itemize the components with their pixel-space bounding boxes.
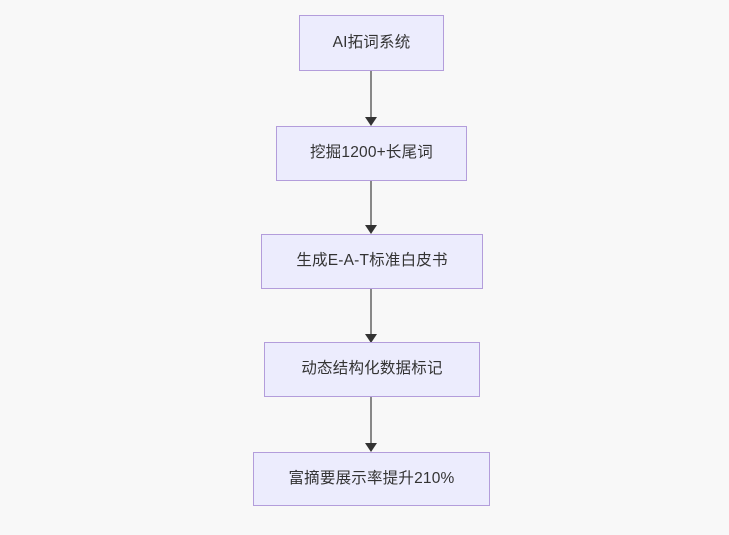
node-label: 挖掘1200+长尾词	[309, 144, 434, 162]
arrow-down-icon	[365, 117, 377, 126]
flowchart-node-rich-snippet-rate-increase[interactable]: 富摘要展示率提升210%	[253, 452, 490, 506]
node-label: 动态结构化数据标记	[301, 360, 443, 378]
arrow-down-icon	[365, 225, 377, 234]
node-label: 生成E-A-T标准白皮书	[296, 252, 448, 270]
arrow-down-icon	[365, 334, 377, 343]
flowchart-node-mine-longtail-keywords[interactable]: 挖掘1200+长尾词	[276, 126, 467, 181]
edge-line	[370, 288, 372, 335]
node-label: AI拓词系统	[332, 33, 411, 51]
flowchart-node-dynamic-structured-data-markup[interactable]: 动态结构化数据标记	[264, 342, 480, 397]
flowchart-node-generate-eat-whitepaper[interactable]: 生成E-A-T标准白皮书	[261, 234, 483, 289]
flowchart-node-ai-keyword-system[interactable]: AI拓词系统	[299, 15, 444, 71]
edge-line	[370, 396, 372, 443]
node-label: 富摘要展示率提升210%	[288, 469, 455, 487]
edge-line	[370, 70, 372, 118]
edge-line	[370, 180, 372, 227]
arrow-down-icon	[365, 443, 377, 452]
